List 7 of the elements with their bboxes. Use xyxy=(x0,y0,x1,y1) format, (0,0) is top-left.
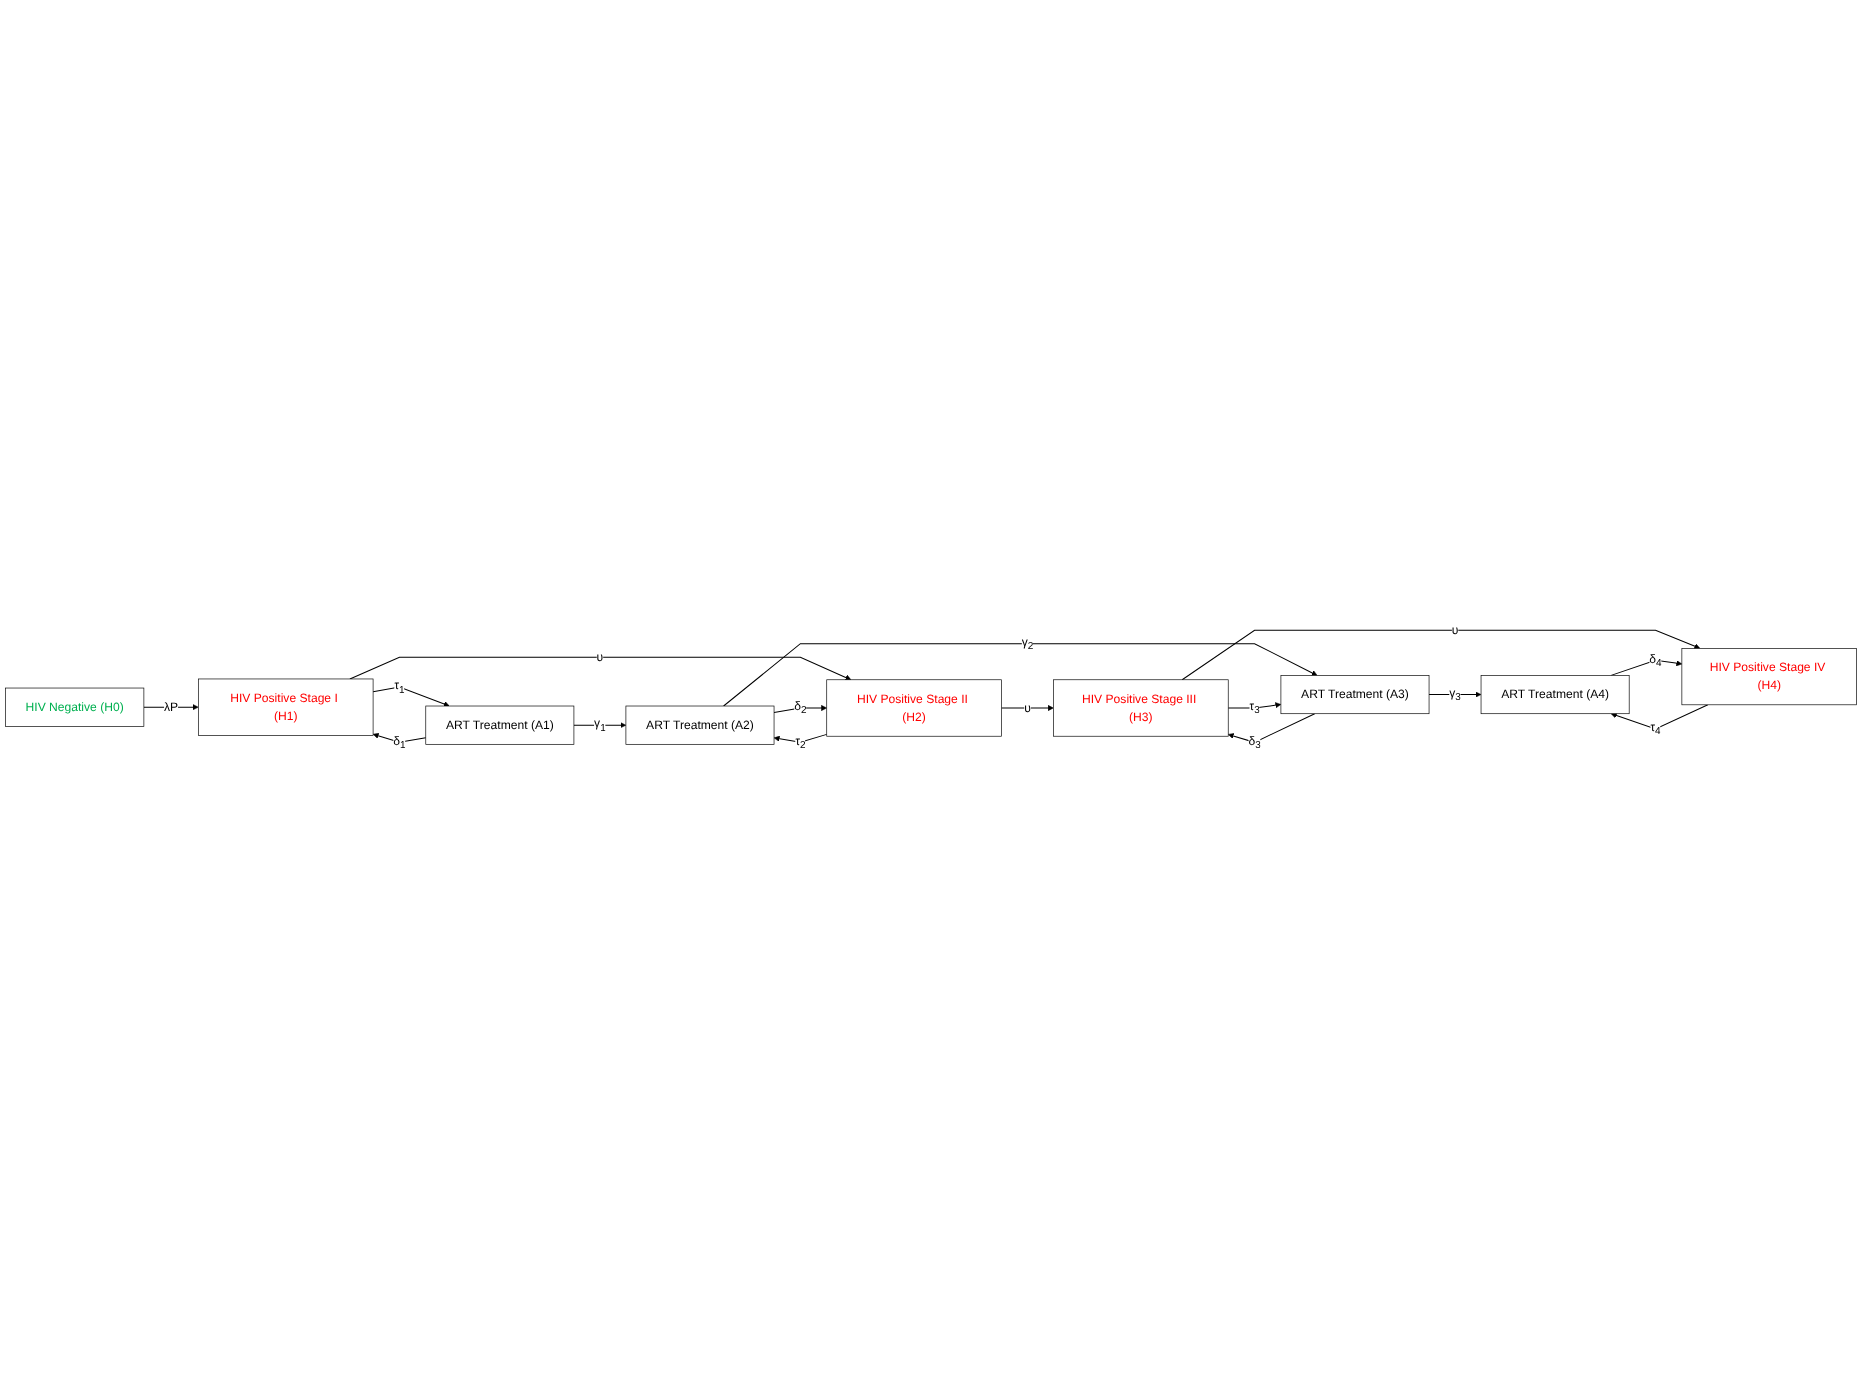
arrow xyxy=(349,656,852,681)
arrow xyxy=(1001,705,1054,711)
arrow xyxy=(773,705,827,713)
arrow xyxy=(1181,629,1701,681)
arrow xyxy=(1227,713,1316,743)
arrow xyxy=(773,733,828,743)
arrow xyxy=(1610,704,1709,730)
